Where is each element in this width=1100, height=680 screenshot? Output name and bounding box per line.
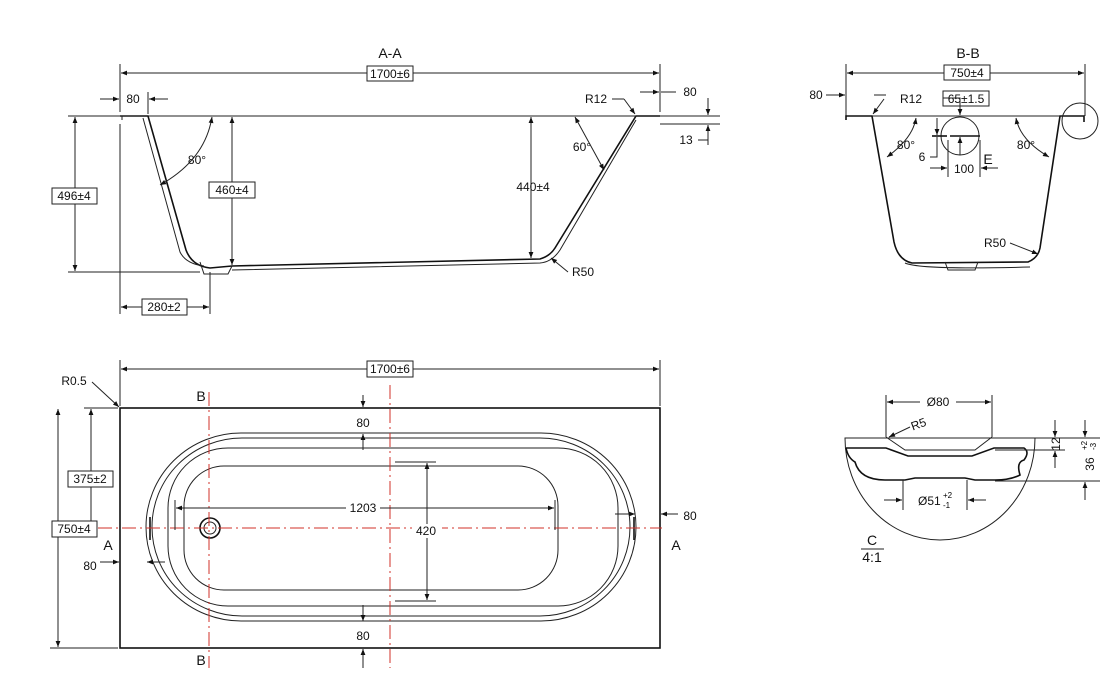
length-dimension: 1700±6	[370, 67, 410, 81]
section-b-marker-bottom: B	[196, 652, 205, 668]
plan-length-dimension: 1700±6	[370, 362, 410, 376]
height-tolerance-upper: +2	[1080, 440, 1089, 450]
overflow-height-dimension: 65±1.5	[948, 92, 985, 106]
total-height-dimension: 496±4	[57, 189, 91, 203]
drain-depth-dimension: 460±4	[215, 183, 249, 197]
rim-right-dimension: 80	[683, 85, 697, 99]
width-dimension: 750±4	[950, 66, 984, 80]
depth-dimension: 12	[1049, 437, 1063, 451]
section-bb-title: B-B	[956, 45, 979, 61]
radius-top-label: R12	[585, 92, 607, 106]
section-aa-view: A-A 1700±6 80 R12 80 13	[51, 45, 720, 316]
rim-left-dimension: 80	[126, 92, 140, 106]
left-wall-angle: 80°	[188, 153, 206, 167]
end-depth-dimension: 440±4	[516, 180, 550, 194]
rim-thickness-dimension: 13	[679, 133, 693, 147]
inner-length-dimension: 1203	[350, 501, 377, 515]
radius-bottom-label: R50	[572, 265, 594, 279]
inner-width-dimension: 420	[416, 524, 436, 538]
radius-label: R5	[909, 415, 929, 434]
rim-left-dimension: 80	[83, 559, 97, 573]
right-wall-angle: 80°	[1017, 138, 1035, 152]
section-a-marker-right: A	[671, 537, 681, 553]
top-diameter-dimension: Ø80	[927, 395, 950, 409]
radius-top-label: R12	[900, 92, 922, 106]
thickness-dimension: 6	[919, 150, 926, 164]
plan-width-dimension: 750±4	[57, 522, 91, 536]
section-aa-title: A-A	[378, 45, 402, 61]
detail-e-mark: E	[983, 151, 992, 167]
section-b-marker-top: B	[196, 388, 205, 404]
span-dimension: 100	[954, 162, 974, 176]
height-tolerance-lower: -3	[1089, 442, 1098, 450]
detail-c-view: Ø80 R5 12 36 +2 -3 Ø51 +2 -1 C 4:1	[844, 395, 1100, 565]
drain-offset-dimension: 280±2	[147, 300, 181, 314]
detail-scale: 4:1	[862, 549, 882, 565]
rim-top-dimension: 80	[356, 416, 370, 430]
radius-bottom-label: R50	[984, 236, 1006, 250]
plan-view: 1700±6 R0.5 B B A A 80 80 80 80	[50, 360, 697, 668]
diameter-tolerance-lower: -1	[943, 501, 951, 510]
rim-right-dimension: 80	[683, 509, 697, 523]
right-wall-angle: 60°	[573, 140, 591, 154]
diameter-tolerance-upper: +2	[943, 491, 953, 500]
corner-radius-label: R0.5	[61, 374, 87, 388]
height-dimension: 36	[1083, 457, 1097, 471]
rim-dimension: 80	[809, 88, 823, 102]
detail-label: C	[867, 532, 877, 548]
bottom-diameter-dimension: Ø51	[918, 494, 941, 508]
section-a-marker-left: A	[103, 537, 113, 553]
rim-bottom-dimension: 80	[356, 629, 370, 643]
drain-position-dimension: 375±2	[73, 472, 107, 486]
section-bb-view: B-B 750±4 80 R12 65±1.5 80° 80° 6 100	[809, 45, 1099, 271]
left-wall-angle: 80°	[897, 138, 915, 152]
